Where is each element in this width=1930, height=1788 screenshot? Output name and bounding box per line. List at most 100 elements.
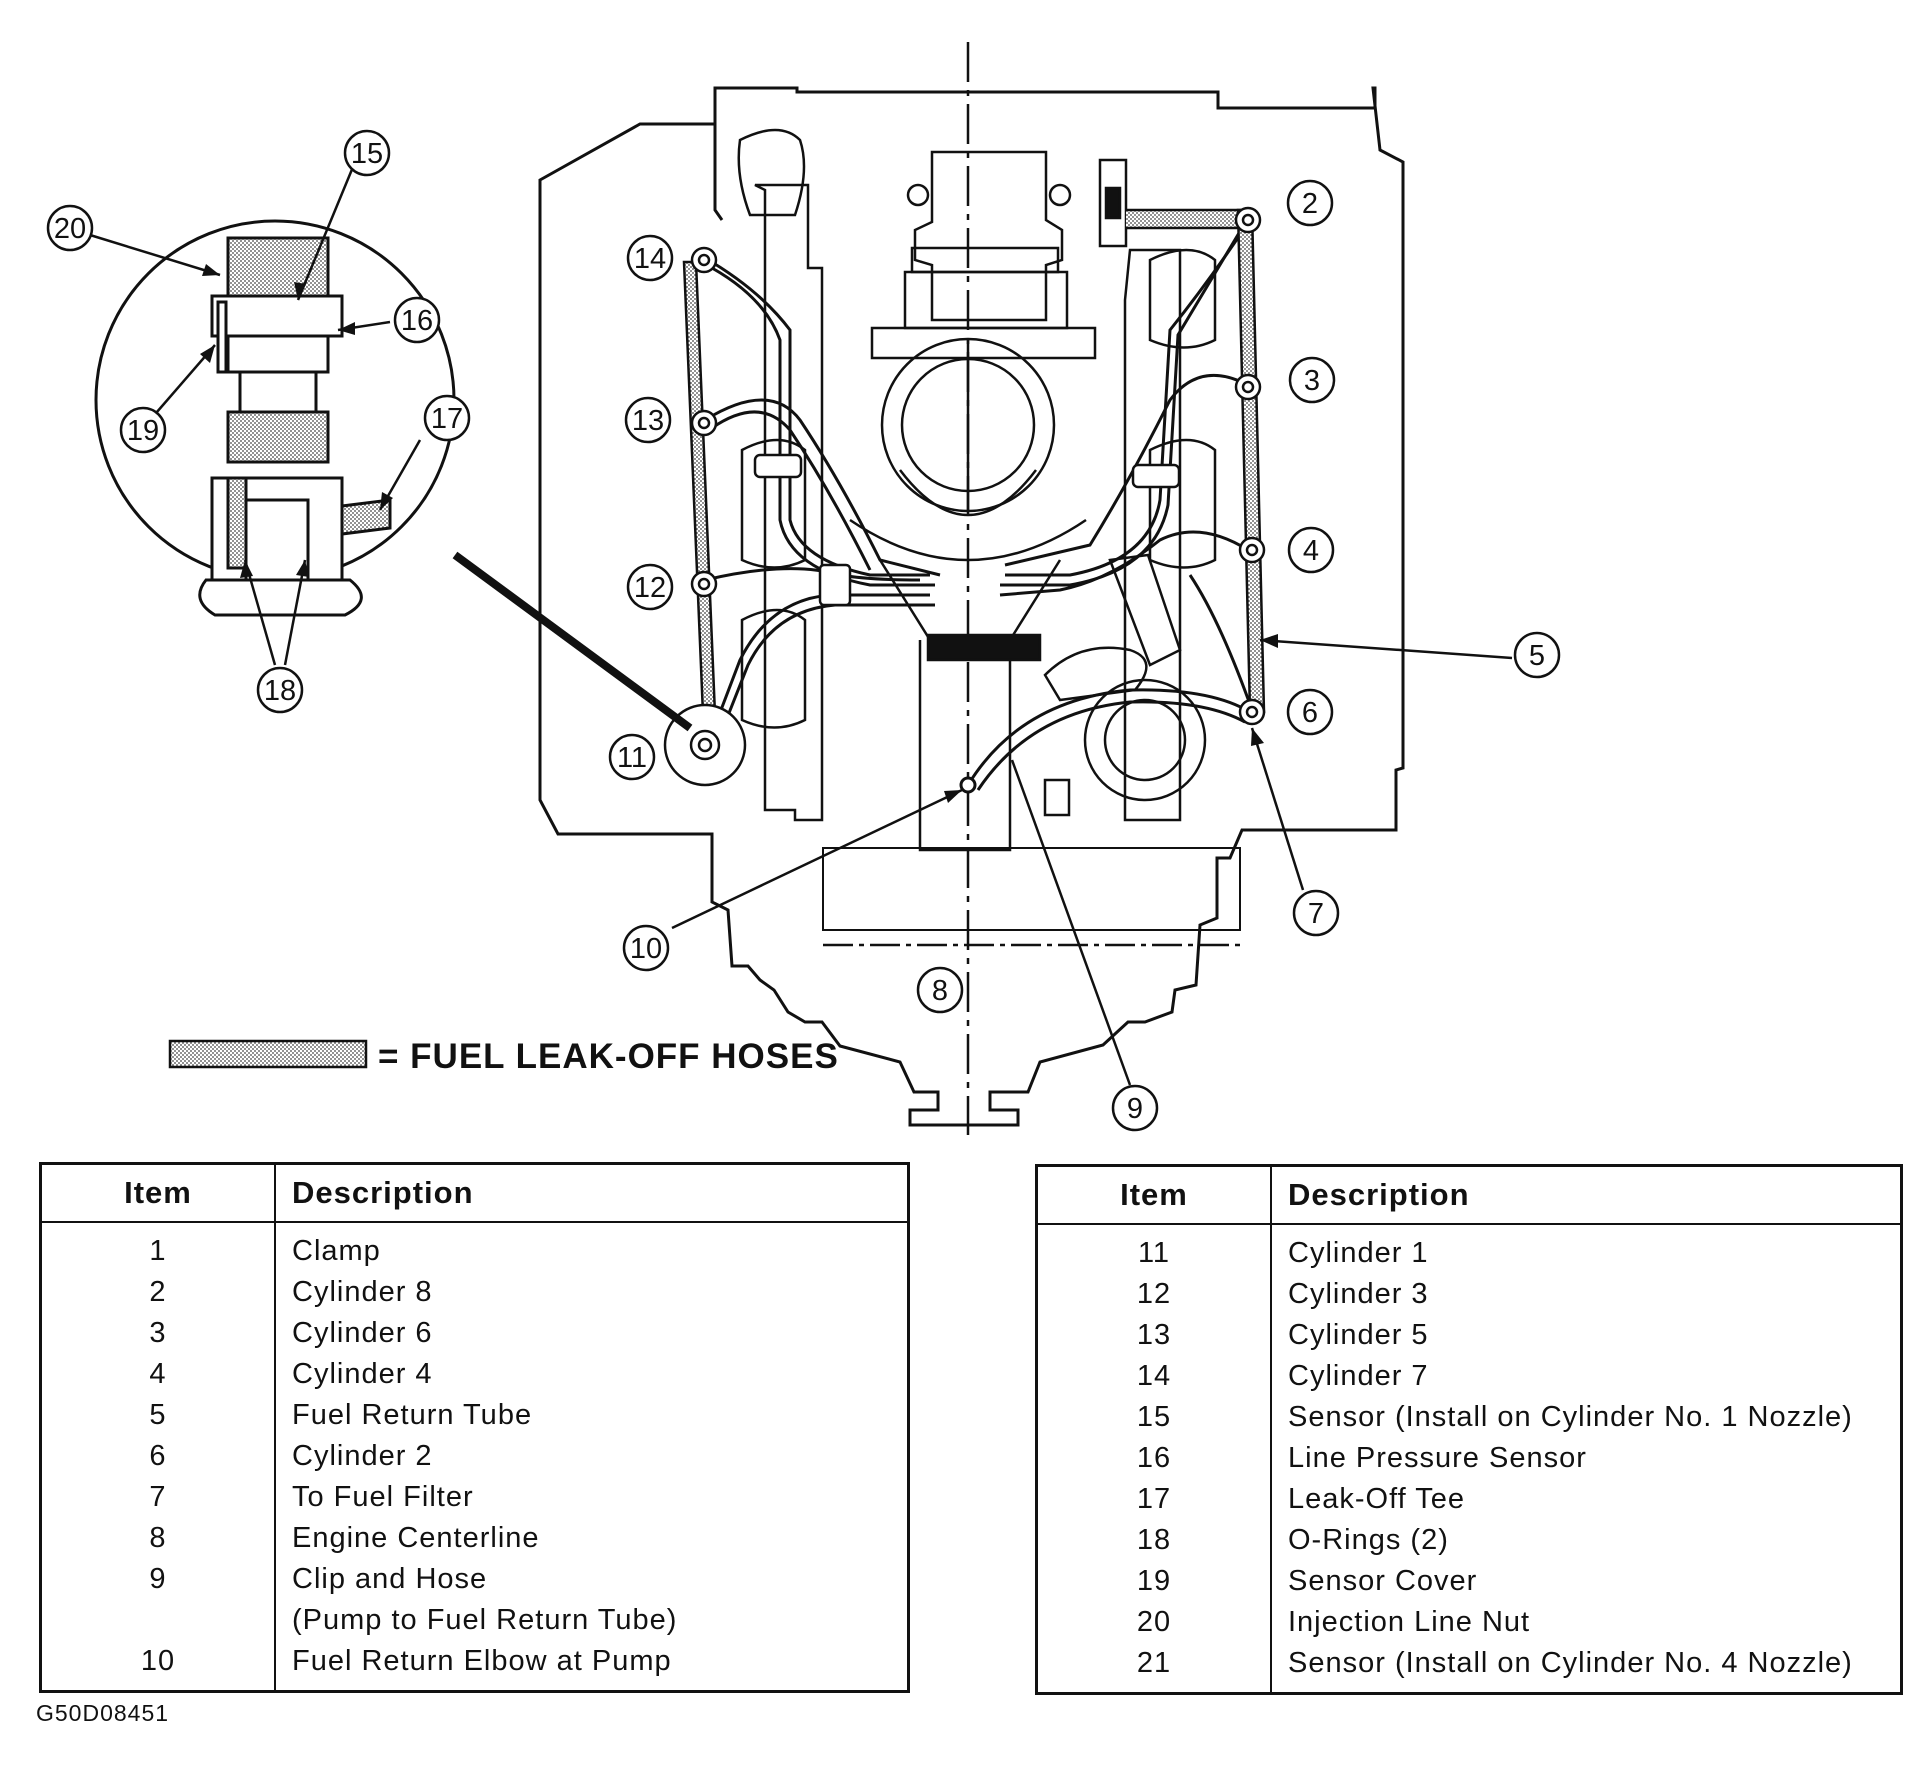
engine-outline (538, 86, 1405, 1127)
legend: = FUEL LEAK-OFF HOSES (168, 1037, 839, 1076)
description-text: To Fuel Filter (292, 1481, 474, 1513)
callout-19-label: 19 (127, 415, 159, 447)
item-description: Clamp (275, 1222, 909, 1272)
item-description: To Fuel Filter (275, 1477, 909, 1518)
fuel-return-hose (959, 688, 1251, 794)
item-number: 9 (40, 1559, 276, 1641)
item-number: 19 (1036, 1561, 1272, 1602)
callout-16-label: 16 (401, 305, 433, 337)
item-number: 6 (40, 1436, 276, 1477)
item-number: 12 (1036, 1274, 1272, 1315)
table-header: Item Description (40, 1163, 909, 1223)
item-description: Sensor Cover (1271, 1561, 1902, 1602)
callout-15-label: 15 (351, 138, 383, 170)
callout-8-label: 8 (932, 975, 948, 1007)
description-text: Cylinder 2 (292, 1440, 433, 1472)
item-number: 13 (1036, 1315, 1272, 1356)
callout-3-label: 3 (1304, 365, 1320, 397)
description-text: Cylinder 8 (292, 1276, 433, 1308)
item-number: 1 (40, 1222, 276, 1272)
item-number: 7 (40, 1477, 276, 1518)
item-description: Cylinder 7 (1271, 1356, 1902, 1397)
callout-18-label: 18 (264, 675, 296, 707)
callout-20: 20 (46, 204, 94, 252)
table-row: 1 Clamp (40, 1222, 909, 1272)
callout-12-label: 12 (634, 572, 666, 604)
figure-code: G50D08451 (36, 1700, 170, 1726)
leader-arrowheads (200, 264, 1278, 803)
item-description: Cylinder 4 (275, 1354, 909, 1395)
engine-centerline (823, 42, 1245, 1135)
callout-11-label: 11 (617, 742, 647, 774)
callout-13: 13 (624, 396, 672, 444)
callout-17: 17 (423, 394, 471, 442)
callout-10-label: 10 (630, 933, 662, 965)
description-text: Leak-Off Tee (1288, 1483, 1465, 1515)
intake-assembly (870, 150, 1247, 517)
description-header: Description (1271, 1165, 1902, 1225)
item-number: 3 (40, 1313, 276, 1354)
item-number: 8 (40, 1518, 276, 1559)
item-header: Item (1036, 1165, 1272, 1225)
callout-10: 10 (622, 924, 670, 972)
description-text: Cylinder 3 (1288, 1278, 1429, 1310)
callout-5: 5 (1513, 631, 1561, 679)
item-header: Item (40, 1163, 276, 1223)
item-number: 4 (40, 1354, 276, 1395)
legend-label: = FUEL LEAK-OFF HOSES (378, 1037, 839, 1076)
callout-19: 19 (119, 406, 167, 454)
item-number: 5 (40, 1395, 276, 1436)
callout-8: 8 (916, 966, 964, 1014)
item-description: Cylinder 1 (1271, 1224, 1902, 1274)
item-description: Cylinder 6 (275, 1313, 909, 1354)
item-description: Fuel Return Elbow at Pump (275, 1641, 909, 1692)
callout-9-label: 9 (1127, 1093, 1143, 1125)
table-row: 4 Cylinder 4 (40, 1354, 909, 1395)
callout-14-label: 14 (634, 243, 666, 275)
injection-pump (849, 518, 1207, 852)
item-description: Line Pressure Sensor (1271, 1438, 1902, 1479)
leader-lines (89, 149, 1513, 1086)
item-number: 10 (40, 1641, 276, 1692)
description-text: Cylinder 4 (292, 1358, 433, 1390)
callout-3: 3 (1288, 356, 1336, 404)
item-description: Cylinder 5 (1271, 1315, 1902, 1356)
callout-18: 18 (256, 666, 304, 714)
item-description: Injection Line Nut (1271, 1602, 1902, 1643)
description-header: Description (275, 1163, 909, 1223)
description-text: Clamp (292, 1235, 381, 1267)
callout-4-label: 4 (1303, 535, 1319, 567)
callout-15: 15 (343, 129, 391, 177)
detail-view (94, 219, 456, 617)
description-text: Sensor Cover (1288, 1565, 1478, 1597)
table-row: 18 O-Rings (2) (1036, 1520, 1902, 1561)
callouts: 2 3 4 5 6 7 8 9 10 11 12 13 14 15 16 17 … (46, 129, 1561, 1132)
valve-cover-right (1123, 248, 1217, 822)
injection-lines-right (999, 219, 1254, 711)
item-number: 18 (1036, 1520, 1272, 1561)
description-text-continued: (Pump to Fuel Return Tube) (292, 1604, 678, 1636)
callout-7: 7 (1292, 889, 1340, 937)
legend-swatch (168, 1039, 368, 1069)
item-description: Cylinder 3 (1271, 1274, 1902, 1315)
description-text: O-Rings (2) (1288, 1524, 1449, 1556)
description-text: Cylinder 7 (1288, 1360, 1429, 1392)
table-header: Item Description (1036, 1165, 1902, 1225)
table-row: 10 Fuel Return Elbow at Pump (40, 1641, 909, 1692)
table-row: 6 Cylinder 2 (40, 1436, 909, 1477)
callout-6: 6 (1286, 688, 1334, 736)
callout-16: 16 (393, 296, 441, 344)
callout-2-label: 2 (1302, 188, 1318, 220)
description-text: Fuel Return Elbow at Pump (292, 1645, 672, 1677)
